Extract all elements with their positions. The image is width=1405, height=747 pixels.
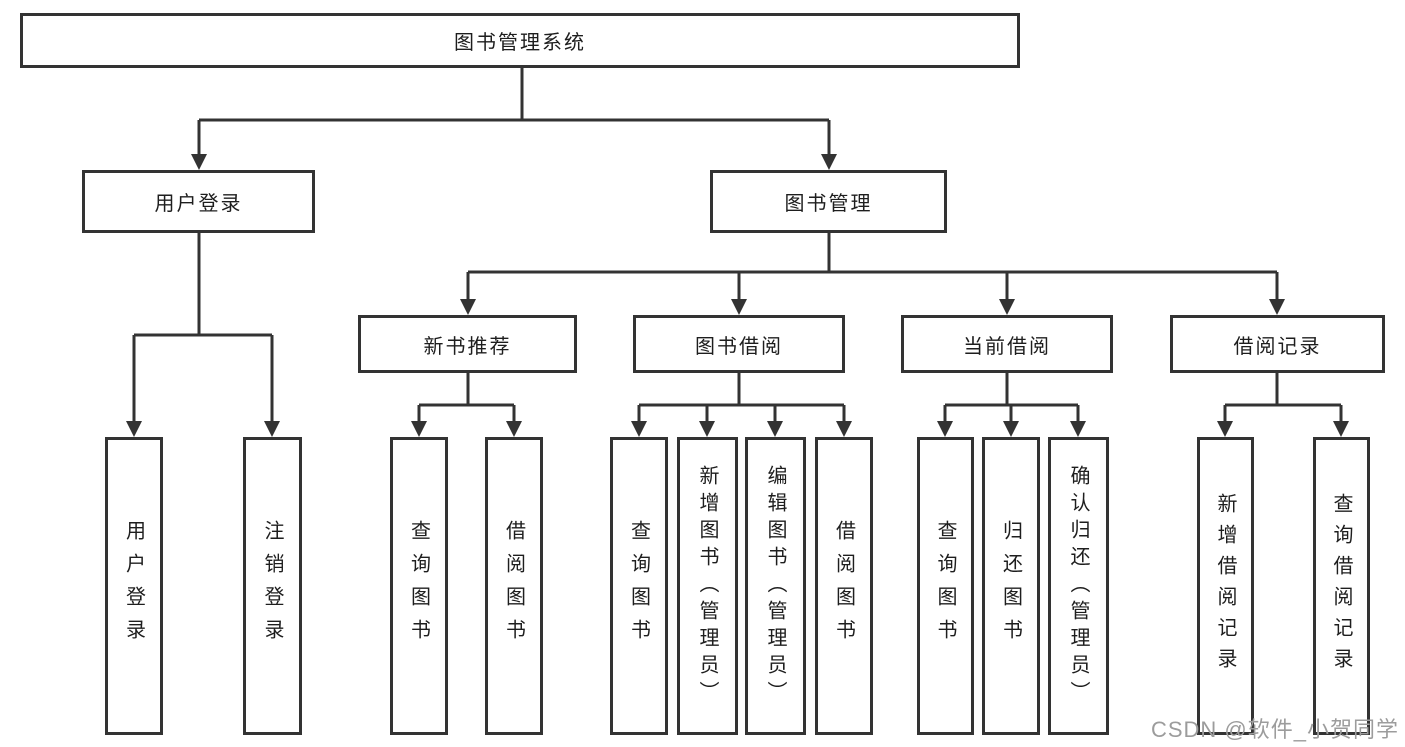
node-user-login: 用户登录 xyxy=(82,170,315,233)
node-book-borrowing: 图书借阅 xyxy=(633,315,845,373)
leaf-label: 注销登录 xyxy=(261,520,283,652)
node-label: 用户登录 xyxy=(154,193,243,215)
node-label: 图书管理 xyxy=(784,193,873,215)
leaf-borrow-books: 借阅图书 xyxy=(485,437,543,735)
leaf-label: 新增图书（管理员） xyxy=(696,464,718,708)
leaf-add-books-admin: 新增图书（管理员） xyxy=(677,437,738,735)
leaf-query-books: 查询图书 xyxy=(917,437,974,735)
leaf-label: 归还图书 xyxy=(999,520,1022,652)
node-new-book-recommend: 新书推荐 xyxy=(358,315,577,373)
leaf-add-borrow-record: 新增借阅记录 xyxy=(1197,437,1254,735)
leaf-user-login: 用户登录 xyxy=(105,437,163,735)
node-current-borrowing: 当前借阅 xyxy=(901,315,1113,373)
node-book-management: 图书管理 xyxy=(710,170,947,233)
csdn-watermark: CSDN @软件_小贺同学 xyxy=(1150,717,1399,742)
leaf-label: 借阅图书 xyxy=(502,520,525,652)
leaf-edit-books-admin: 编辑图书（管理员） xyxy=(745,437,806,735)
node-label: 新书推荐 xyxy=(423,335,512,358)
node-root-label: 图书管理系统 xyxy=(454,32,586,54)
node-root-system: 图书管理系统 xyxy=(20,13,1020,68)
leaf-return-books: 归还图书 xyxy=(982,437,1040,735)
leaf-label: 确认归还（管理员） xyxy=(1067,464,1089,708)
leaf-label: 用户登录 xyxy=(122,520,145,652)
leaf-label: 编辑图书（管理员） xyxy=(764,464,786,708)
leaf-logout: 注销登录 xyxy=(243,437,302,735)
leaf-query-books: 查询图书 xyxy=(390,437,448,735)
leaf-confirm-return-admin: 确认归还（管理员） xyxy=(1048,437,1109,735)
leaf-label: 查询图书 xyxy=(627,520,650,652)
leaf-query-books: 查询图书 xyxy=(610,437,668,735)
node-label: 图书借阅 xyxy=(695,335,783,358)
node-label: 当前借阅 xyxy=(963,335,1051,358)
leaf-label: 查询图书 xyxy=(934,520,956,652)
leaf-borrow-books: 借阅图书 xyxy=(815,437,873,735)
leaf-label: 查询图书 xyxy=(407,520,430,652)
leaf-label: 借阅图书 xyxy=(832,520,855,652)
leaf-query-borrow-record: 查询借阅记录 xyxy=(1313,437,1370,735)
leaf-label: 新增借阅记录 xyxy=(1214,493,1236,679)
node-borrowing-records: 借阅记录 xyxy=(1170,315,1385,373)
leaf-label: 查询借阅记录 xyxy=(1330,493,1352,679)
node-label: 借阅记录 xyxy=(1233,335,1322,358)
